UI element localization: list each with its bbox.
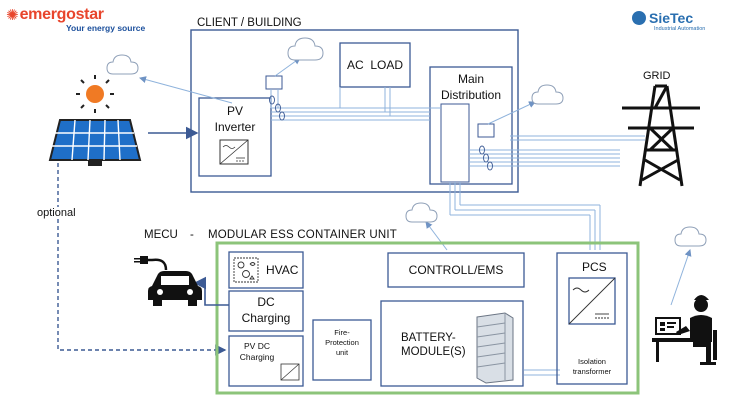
cloud-icon	[405, 202, 438, 223]
pcs-label: PCS	[582, 260, 607, 274]
sietec-mark-icon	[632, 11, 646, 25]
ac-load-box	[339, 42, 411, 88]
mecu-title-long: MODULAR ESS CONTAINER UNIT	[208, 229, 398, 241]
pcs-symbol	[568, 277, 616, 325]
pv-inverter-box	[198, 97, 272, 177]
emergostar-name: emergostar	[19, 6, 104, 23]
main-distribution-label: Main Distribution	[440, 72, 502, 102]
building-title: CLIENT / BUILDING	[197, 17, 302, 29]
dc-charging-label: DC Charging	[241, 295, 291, 325]
sietec-name: SieTec	[649, 10, 694, 26]
cloud-icon	[674, 226, 707, 247]
emergostar-tagline: Your energy source	[66, 23, 146, 33]
hvac-label: HVAC	[266, 263, 299, 277]
transmission-tower-icon	[622, 84, 700, 187]
fire-protection-box	[312, 319, 372, 381]
main-distribution-panel	[440, 103, 470, 183]
controll-ems-box	[387, 252, 525, 288]
cloud-icon	[106, 54, 139, 75]
dc-charging-box	[228, 290, 304, 332]
pcs-box	[556, 252, 628, 385]
cloud-icon	[531, 84, 564, 105]
optional-label: optional	[36, 207, 77, 219]
main-distribution-box	[429, 66, 513, 185]
cloud-icon	[287, 37, 324, 61]
mecu-container	[215, 241, 640, 395]
hvac-box	[228, 251, 304, 289]
pv-dc-charging-box	[228, 335, 304, 387]
operator-at-desk-icon	[652, 295, 717, 365]
emergostar-logo: ✺ emergostar Your energy source	[6, 6, 145, 33]
grid-label: GRID	[643, 70, 671, 82]
solar-panel-icon	[48, 119, 142, 166]
isolation-transformer-label: Isolation transformer	[572, 357, 612, 376]
sietec-logo: SieTec Industrial Automation	[632, 10, 705, 32]
ac-load-label: AC LOAD	[346, 58, 403, 72]
hvac-icon	[233, 257, 259, 283]
building-frame	[190, 29, 519, 193]
pv-inverter-symbol	[219, 139, 249, 165]
battery-modules-label: BATTERY- MODULE(S)	[401, 332, 466, 358]
battery-rack-icon	[476, 312, 514, 384]
battery-modules-box	[380, 300, 524, 387]
ev-car-icon	[134, 256, 202, 306]
emergostar-mark-icon: ✺	[6, 7, 19, 24]
sietec-tagline: Industrial Automation	[654, 26, 706, 32]
fire-protection-label: Fire- Protection unit	[325, 328, 359, 357]
sun-icon	[76, 75, 114, 113]
mecu-title-short: MECU	[144, 229, 178, 241]
controll-ems-label: CONTROLL/EMS	[408, 263, 504, 277]
pv-dc-charging-label: PV DC Charging	[239, 341, 275, 362]
pv-inverter-label: PV Inverter	[214, 104, 256, 134]
mecu-title-dash: -	[190, 229, 194, 241]
